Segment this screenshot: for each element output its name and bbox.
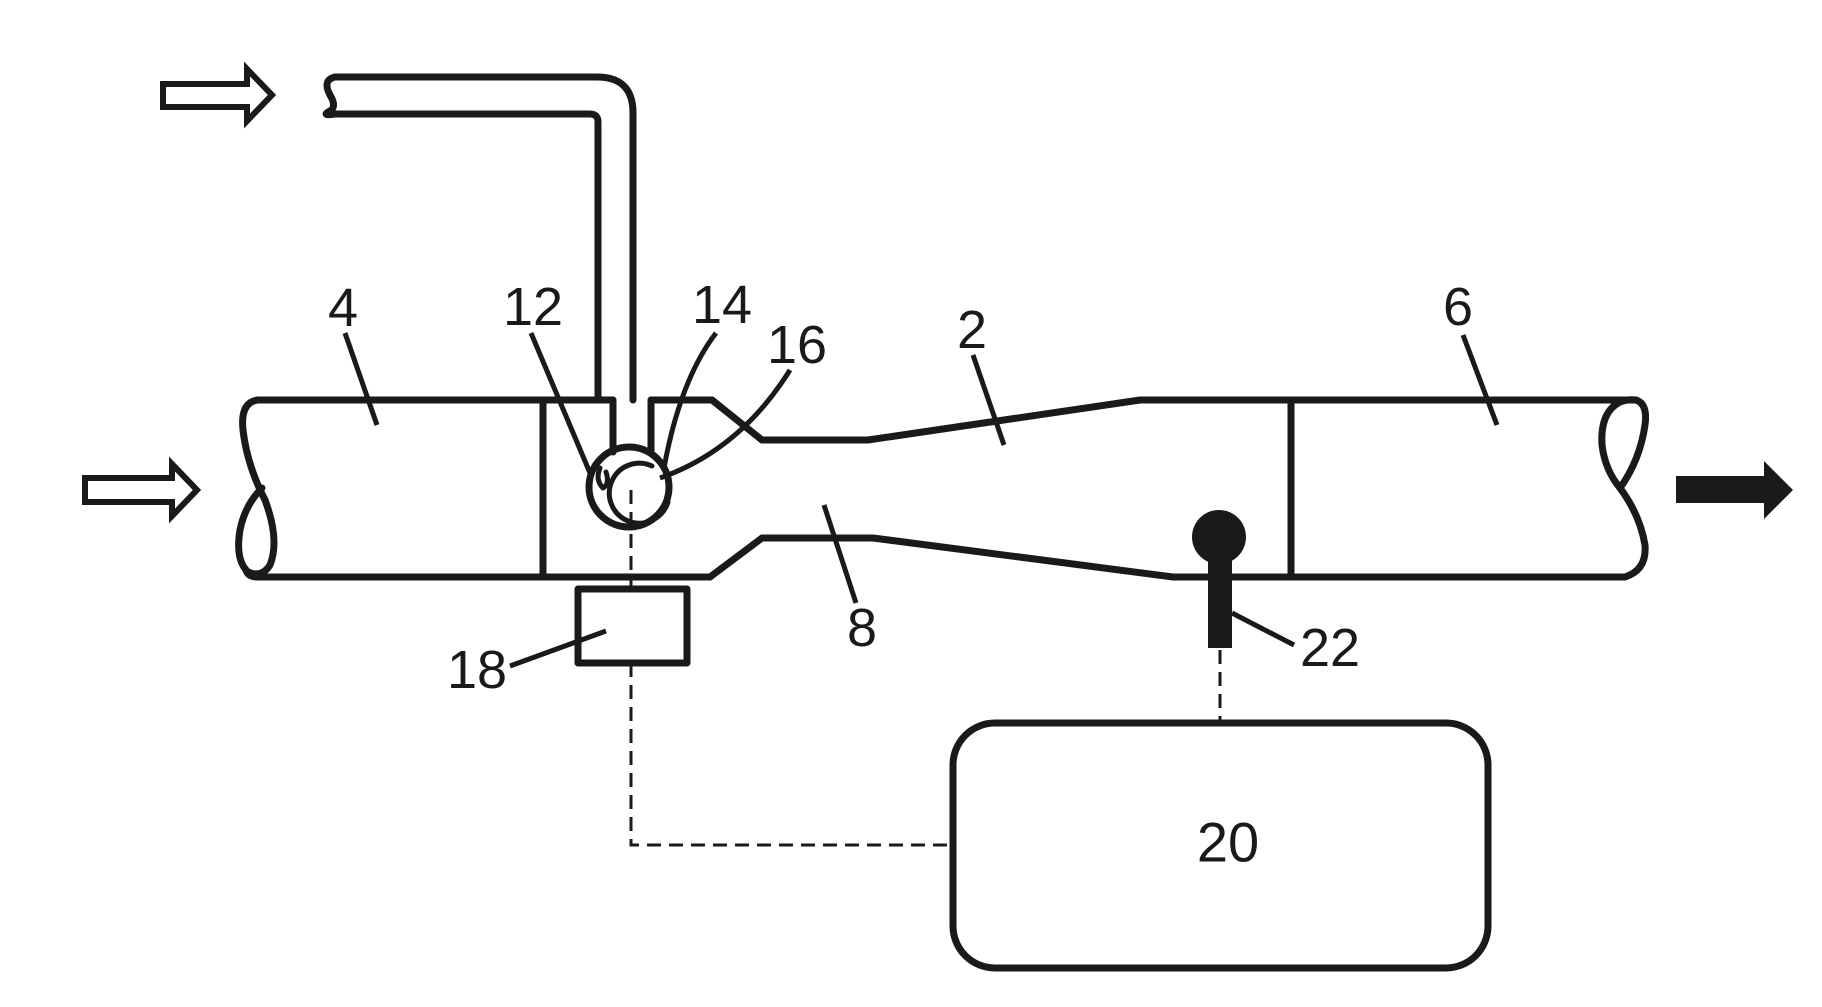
label-venturi: 2 (957, 300, 987, 360)
label-inlet-pipe: 4 (328, 278, 358, 338)
actuator-controller-line (629, 663, 950, 847)
leader-2 (970, 354, 1007, 446)
sensor (1192, 510, 1246, 648)
leader-4 (342, 332, 380, 426)
label-controller: 20 (1197, 811, 1259, 874)
leader-12 (528, 332, 593, 474)
leader-6 (1460, 334, 1500, 426)
outlet-arrow-icon (1676, 461, 1793, 519)
controller-box (949, 719, 1492, 972)
label-nozzle-outer: 12 (503, 277, 563, 337)
label-nozzle-inner: 16 (767, 315, 827, 375)
label-actuator: 18 (447, 640, 507, 700)
leader-18 (509, 628, 607, 669)
actuator-box (574, 585, 691, 667)
nozzle-outer-ring (585, 443, 673, 531)
label-nozzle-ring: 14 (692, 275, 752, 335)
nozzle-inner-ring (606, 460, 671, 526)
inlet-pipe-section (235, 396, 547, 581)
sensor-stem (1208, 537, 1232, 648)
leader-16 (659, 368, 793, 481)
leader-8 (821, 504, 859, 604)
secondary-inlet-arrow-icon (160, 61, 277, 129)
leader-22 (1230, 610, 1296, 648)
label-throat: 8 (847, 598, 877, 658)
label-outlet-pipe: 6 (1443, 277, 1473, 337)
label-sensor: 22 (1300, 618, 1360, 678)
outlet-pipe-section (1287, 396, 1650, 581)
leader-14 (661, 331, 718, 469)
main-inlet-arrow-icon (82, 456, 202, 524)
injection-nozzle (585, 443, 673, 588)
secondary-supply-pipe (322, 73, 655, 456)
